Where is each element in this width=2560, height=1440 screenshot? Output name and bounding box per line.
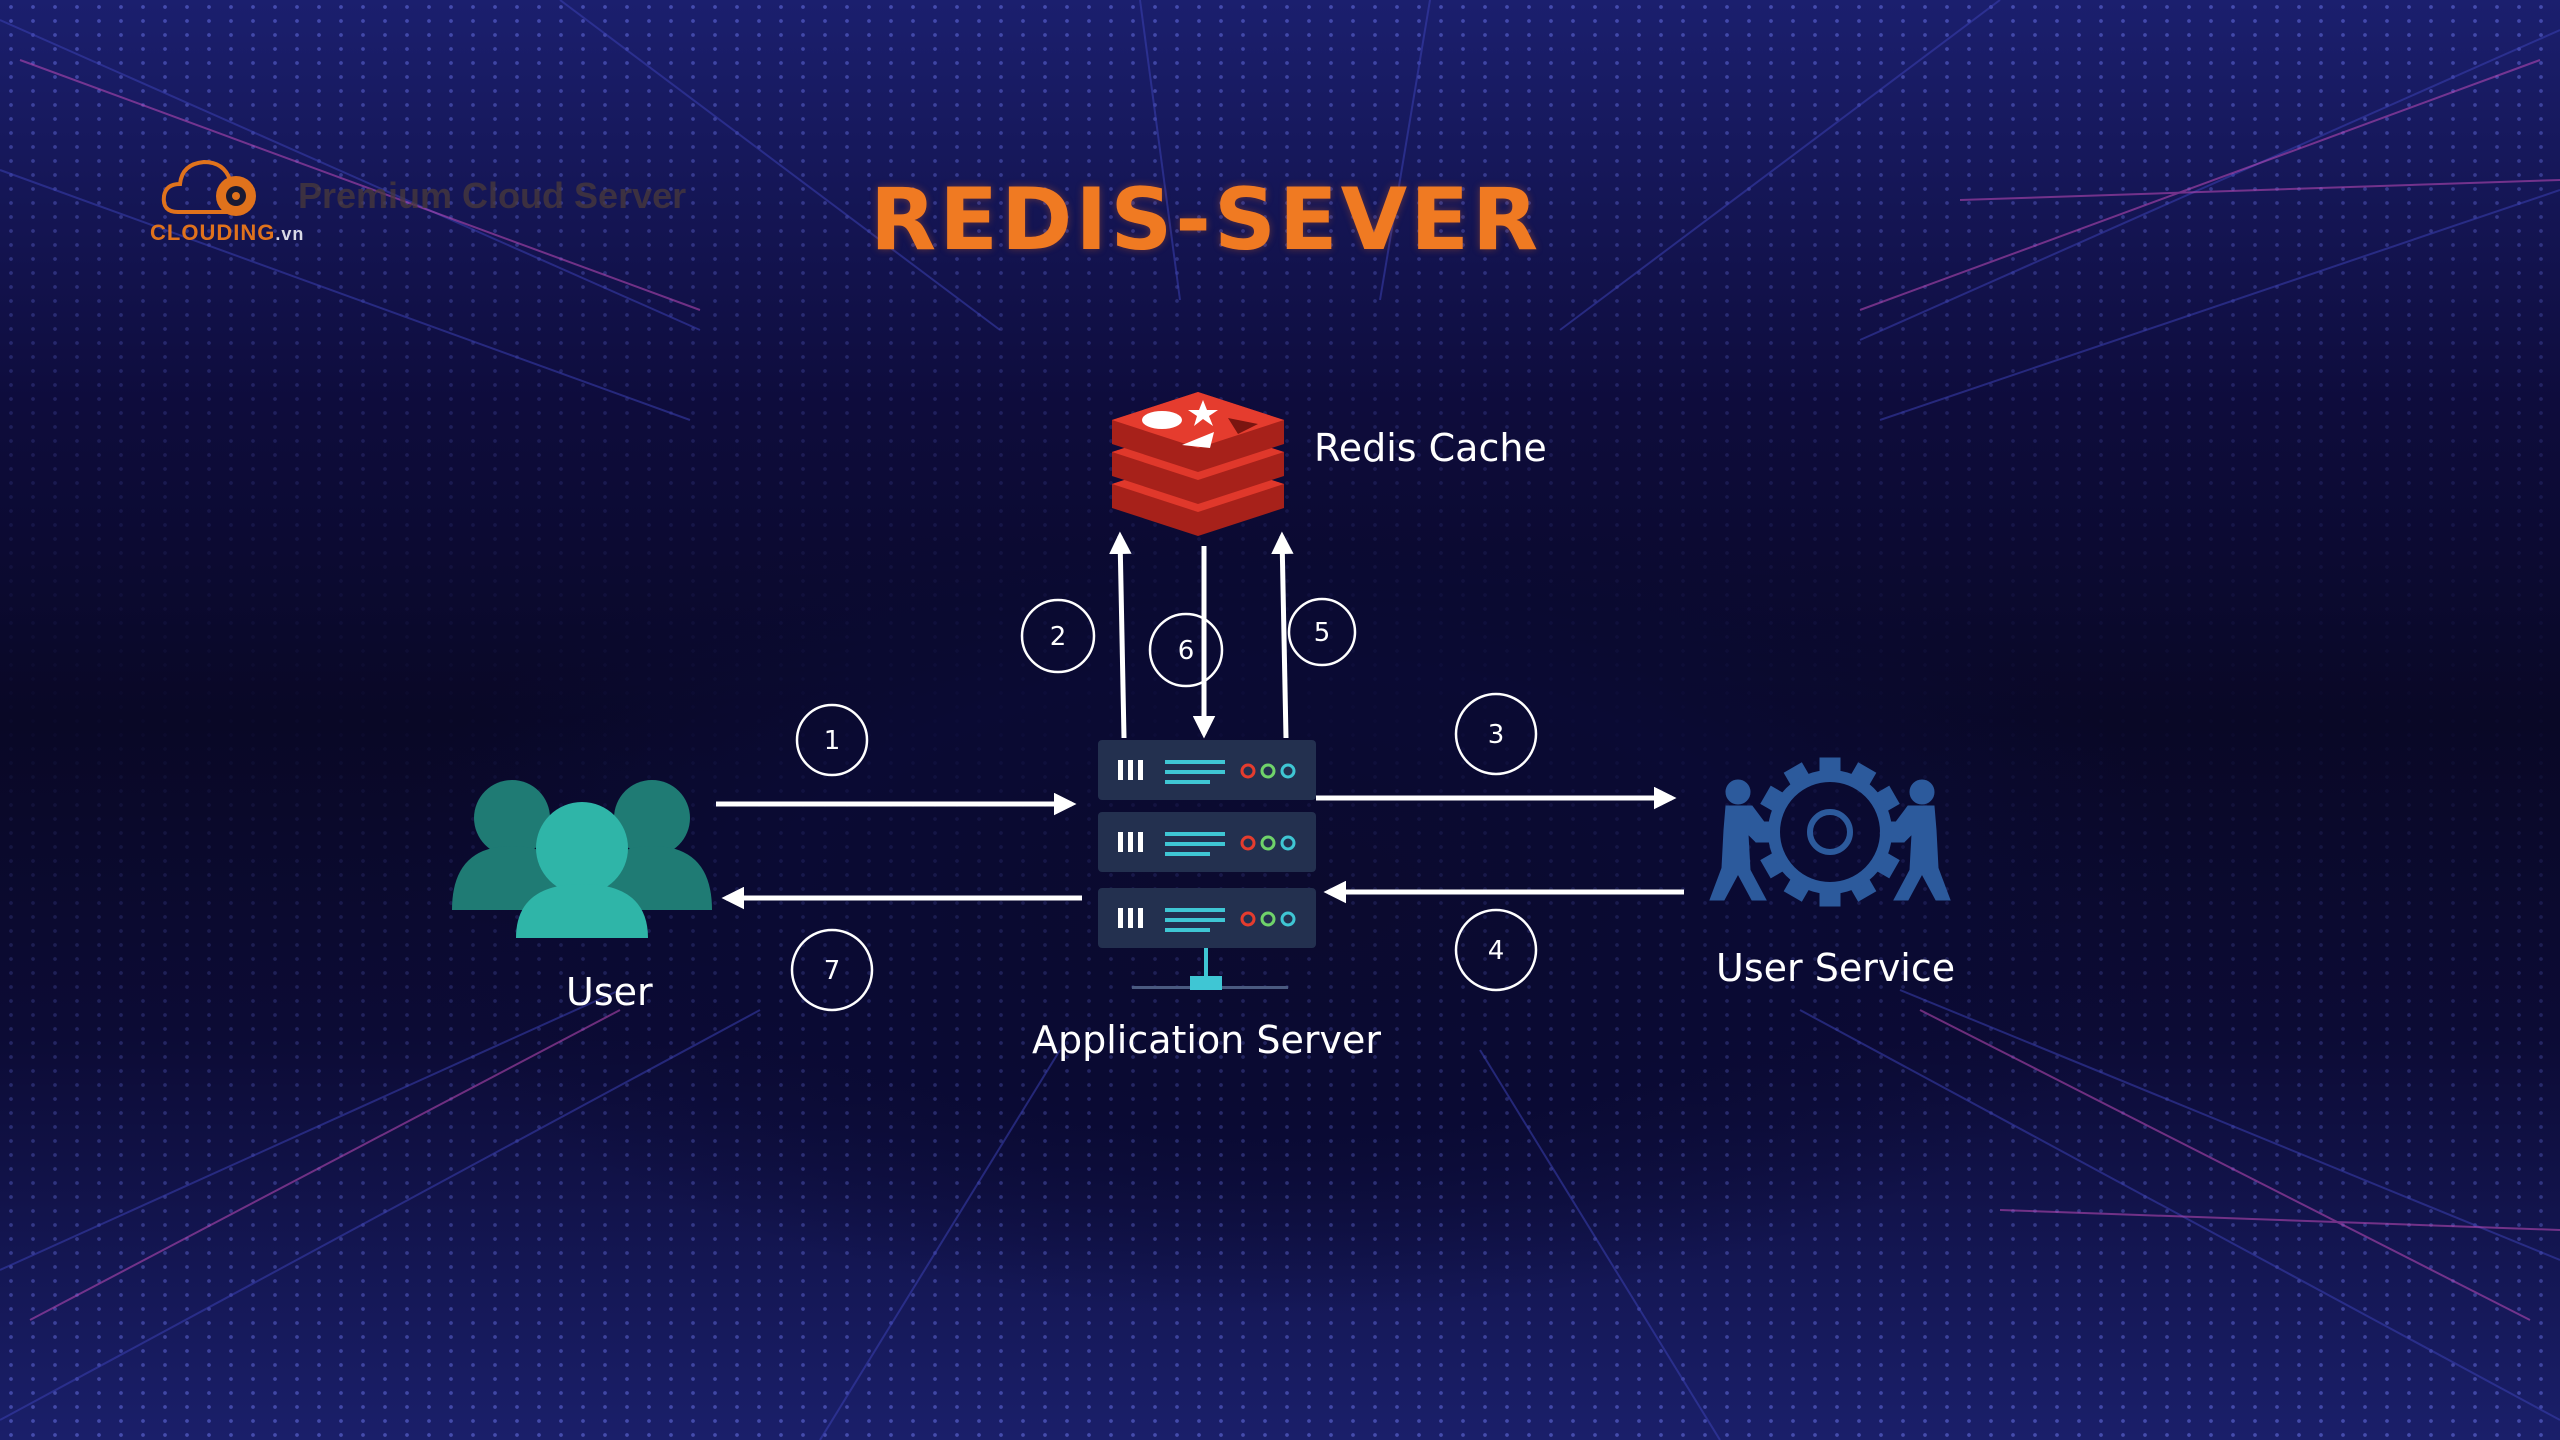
step-number-7: 7: [824, 956, 841, 986]
logo-brand: CLOUDING.vn: [150, 220, 305, 245]
logo-tagline: Premium Cloud Server: [298, 175, 687, 216]
step-badge-1: [795, 703, 869, 777]
user-group-icon: [452, 780, 712, 938]
step-number-5: 5: [1314, 618, 1331, 648]
user-service-label: User Service: [1716, 946, 1956, 990]
step-badge-5: [1287, 597, 1357, 667]
step-number-3: 3: [1488, 720, 1505, 750]
clouding-logo: CLOUDING.vn: [150, 150, 480, 250]
user-label: User: [566, 970, 653, 1014]
step-number-4: 4: [1488, 936, 1505, 966]
step-number-1: 1: [824, 726, 841, 756]
step-badge-4: [1454, 908, 1538, 992]
step-number-2: 2: [1050, 622, 1067, 652]
step-badge-7: [790, 928, 874, 1012]
arrow-step-5: [1271, 531, 1294, 739]
gear-workers-icon: [1709, 757, 1951, 907]
step-number-6: 6: [1178, 636, 1195, 666]
arrow-step-2: [1109, 531, 1132, 739]
server-rack-icon: [1098, 740, 1316, 990]
application-server-label: Application Server: [1032, 1018, 1382, 1062]
step-badge-6: [1148, 612, 1224, 688]
redis-cache-label: Redis Cache: [1314, 426, 1547, 470]
redis-logo-icon: [1112, 392, 1284, 536]
cloud-logo-icon: [161, 159, 256, 216]
step-badge-2: [1020, 598, 1096, 674]
step-badge-3: [1454, 692, 1538, 776]
page-title: REDIS-SEVER: [870, 170, 1542, 270]
